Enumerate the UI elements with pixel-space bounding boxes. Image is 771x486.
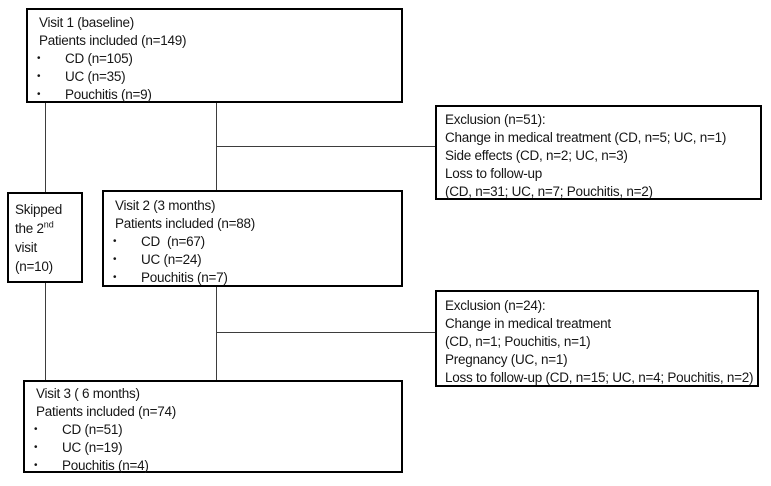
visit3-bullet-uc-label: UC (n=19)	[62, 440, 123, 455]
bullet-icon: •	[113, 272, 117, 283]
bullet-icon: •	[34, 460, 38, 471]
exclusion1-title: Exclusion (n=51):	[445, 112, 546, 127]
visit3-bullet-uc: • UC (n=19)	[25, 439, 401, 457]
bullet-icon: •	[113, 254, 117, 265]
visit3-bullet-pouchitis-label: Pouchitis (n=4)	[62, 458, 149, 473]
skipped-ordinal-suffix: nd	[43, 219, 54, 230]
connector-branch-exclusion1	[216, 146, 435, 147]
skipped-line: the 2nd	[9, 219, 81, 238]
visit1-bullet-pouchitis-label: Pouchitis (n=9)	[65, 87, 152, 102]
connector-visit2-to-visit3	[216, 287, 217, 380]
exclusion1-box: Exclusion (n=51): Change in medical trea…	[435, 105, 762, 200]
connector-skipped-to-visit3	[45, 283, 46, 380]
visit2-box: Visit 2 (3 months) Patients included (n=…	[102, 190, 403, 287]
visit1-box: Visit 1 (baseline) Patients included (n=…	[26, 8, 403, 103]
visit2-bullet-cd: • CD (n=67)	[104, 233, 401, 251]
visit2-title: Visit 2 (3 months)	[115, 198, 216, 213]
exclusion2-box: Exclusion (n=24): Change in medical trea…	[435, 290, 759, 387]
bullet-icon: •	[34, 442, 38, 453]
visit2-bullet-pouchitis-label: Pouchitis (n=7)	[141, 270, 228, 285]
exclusion2-title: Exclusion (n=24):	[445, 298, 546, 313]
exclusion1-line: Change in medical treatment (CD, n=5; UC…	[445, 130, 727, 145]
bullet-icon: •	[34, 424, 38, 435]
visit1-bullet-uc-label: UC (n=35)	[65, 69, 126, 84]
skipped-line: Skipped	[15, 202, 63, 217]
visit2-bullet-cd-label: CD (n=67)	[141, 234, 205, 249]
visit3-box: Visit 3 ( 6 months) Patients included (n…	[23, 380, 403, 473]
visit1-bullet-cd: • CD (n=105)	[28, 50, 401, 68]
bullet-icon: •	[37, 71, 41, 82]
skipped-visit-box: Skipped the 2nd visit (n=10)	[7, 192, 83, 283]
bullet-icon: •	[37, 89, 41, 100]
visit1-bullet-pouchitis: • Pouchitis (n=9)	[28, 86, 401, 104]
exclusion2-line: Loss to follow-up (CD, n=15; UC, n=4; Po…	[445, 370, 754, 385]
exclusion2-line: Pregnancy (UC, n=1)	[445, 352, 568, 367]
exclusion1-line: (CD, n=31; UC, n=7; Pouchitis, n=2)	[445, 184, 653, 199]
visit2-bullet-uc-label: UC (n=24)	[141, 252, 202, 267]
bullet-icon: •	[113, 236, 117, 247]
visit1-bullet-cd-label: CD (n=105)	[65, 51, 133, 66]
visit2-subtitle: Patients included (n=88)	[115, 216, 255, 231]
visit3-title: Visit 3 ( 6 months)	[36, 386, 140, 401]
skipped-line: (n=10)	[15, 259, 53, 274]
visit1-subtitle: Patients included (n=149)	[39, 33, 187, 48]
visit3-bullet-pouchitis: • Pouchitis (n=4)	[25, 457, 401, 475]
visit1-title: Visit 1 (baseline)	[39, 15, 135, 30]
connector-visit1-to-skipped	[45, 103, 46, 192]
exclusion1-line: Loss to follow-up	[445, 166, 543, 181]
exclusion2-line: Change in medical treatment	[445, 316, 611, 331]
connector-branch-exclusion2	[216, 332, 435, 333]
exclusion1-line: Side effects (CD, n=2; UC, n=3)	[445, 148, 628, 163]
skipped-line2-text: the 2	[15, 221, 44, 236]
skipped-line: visit	[15, 240, 37, 255]
exclusion2-line: (CD, n=1; Pouchitis, n=1)	[445, 334, 591, 349]
visit1-bullet-uc: • UC (n=35)	[28, 68, 401, 86]
visit3-bullet-cd: • CD (n=51)	[25, 421, 401, 439]
visit2-bullet-pouchitis: • Pouchitis (n=7)	[104, 269, 401, 287]
visit3-subtitle: Patients included (n=74)	[36, 404, 176, 419]
bullet-icon: •	[37, 53, 41, 64]
visit3-bullet-cd-label: CD (n=51)	[62, 422, 123, 437]
visit2-bullet-uc: • UC (n=24)	[104, 251, 401, 269]
